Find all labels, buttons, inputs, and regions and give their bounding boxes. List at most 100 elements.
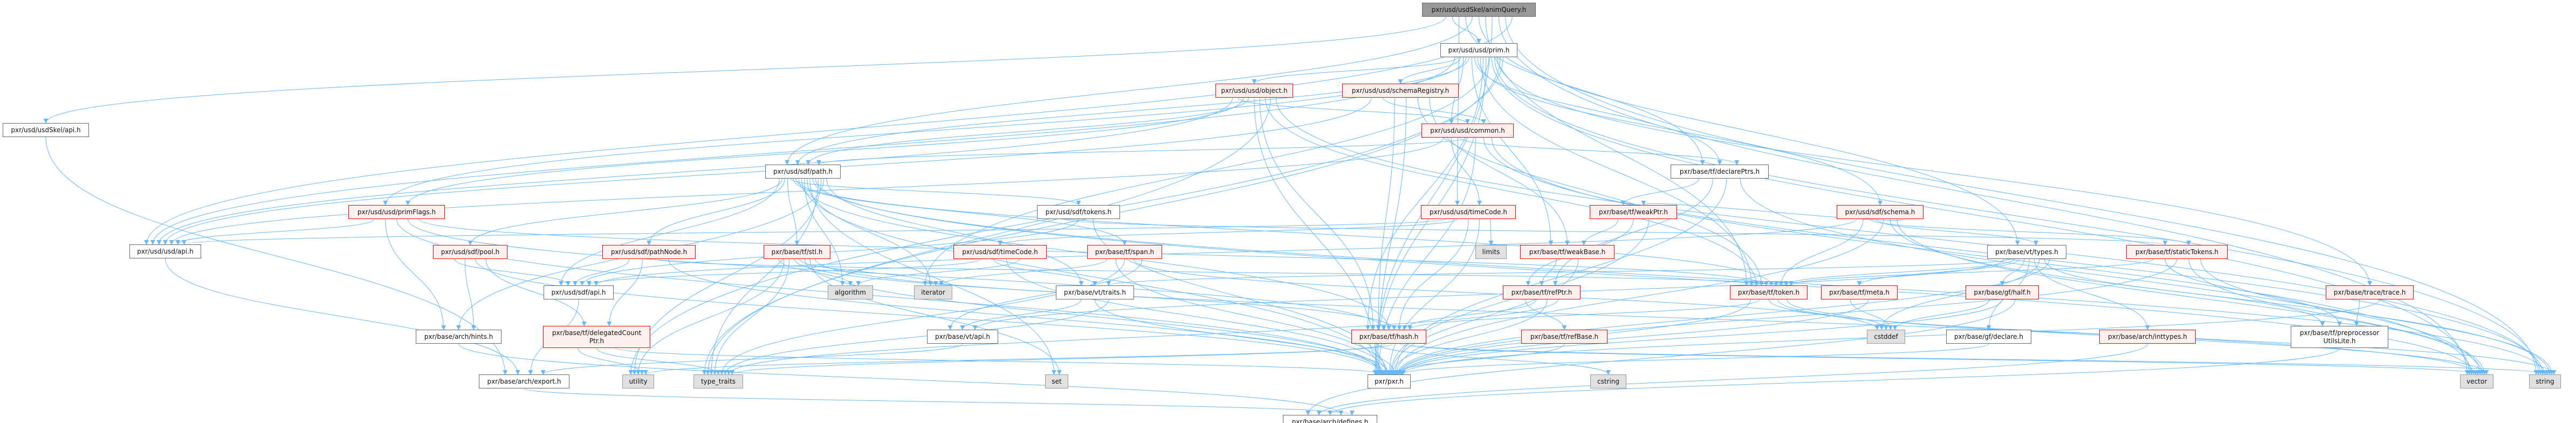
node-string[interactable]: string xyxy=(2529,374,2561,388)
edge-schemaRegistry-to-hash xyxy=(1376,97,1395,330)
edge-vt_types-to-half xyxy=(2000,258,2025,286)
node-usdskel-api[interactable]: pxr/usd/usdSkel/api.h xyxy=(3,123,89,137)
node-pxr[interactable]: pxr/pxr.h xyxy=(1368,374,1411,388)
edge-vt_types-to-vt_traits xyxy=(1106,258,2010,286)
node-inttypes[interactable]: pxr/base/arch/inttypes.h xyxy=(2099,330,2196,344)
edge-refPtr-to-pxr xyxy=(1390,299,1548,375)
edge-object-to-primFlags xyxy=(406,97,1244,206)
node-vector[interactable]: vector xyxy=(2460,374,2493,388)
edge-sdf_path-to-token xyxy=(795,178,1774,286)
edge-root-to-sdf_path xyxy=(785,16,1473,165)
edge-delegated-to-type_traits xyxy=(596,347,721,375)
node-prim[interactable]: pxr/usd/usd/prim.h xyxy=(1440,43,1517,57)
node-gf-declare[interactable]: pxr/base/gf/declare.h xyxy=(1946,330,2031,344)
edge-sdf_path-to-pathNode xyxy=(647,178,785,245)
node-primFlags[interactable]: pxr/usd/usd/primFlags.h xyxy=(348,205,445,219)
edge-sdf_path-to-pool xyxy=(468,178,782,245)
edge-span-to-vt_api xyxy=(947,258,1143,330)
node-weakBase[interactable]: pxr/base/tf/weakBase.h xyxy=(1520,245,1615,259)
edge-pool-to-hints xyxy=(464,258,476,330)
edge-usd_timecode-to-usd_api xyxy=(182,219,1447,245)
edge-vt_types-to-meta xyxy=(1857,258,2019,286)
edge-sdf_path-to-sdf_tokens xyxy=(790,178,1081,206)
edge-common-to-usd_timecode xyxy=(1451,137,1482,206)
node-algorithm[interactable]: algorithm xyxy=(828,285,873,299)
node-cstddef[interactable]: cstddef xyxy=(1867,330,1905,344)
node-refPtr[interactable]: pxr/base/tf/refPtr.h xyxy=(1503,285,1581,299)
edge-sdf_schema-to-pxr xyxy=(1394,219,1884,375)
edge-sdf_path-to-span xyxy=(793,178,1127,245)
node-stl[interactable]: pxr/base/tf/stl.h xyxy=(764,245,830,259)
node-hints[interactable]: pxr/base/arch/hints.h xyxy=(416,330,502,344)
edge-root-to-declarePtrs xyxy=(1465,16,1705,165)
edge-object-to-sdf_path xyxy=(806,97,1249,165)
edge-sdf_schema-to-weakPtr xyxy=(1641,200,1904,221)
edge-object-to-token xyxy=(1265,97,1759,286)
node-schemaRegistry[interactable]: pxr/usd/usd/schemaRegistry.h xyxy=(1342,84,1459,98)
edge-root-to-pxr xyxy=(1372,16,1493,375)
node-usd-timecode[interactable]: pxr/usd/usd/timeCode.h xyxy=(1421,205,1516,219)
edge-export-to-defines xyxy=(524,388,1355,415)
node-half[interactable]: pxr/base/gf/half.h xyxy=(1966,285,2039,299)
node-type-traits[interactable]: type_traits xyxy=(693,374,743,388)
edge-primFlags-to-hints xyxy=(385,219,446,330)
node-vt-types[interactable]: pxr/base/vt/types.h xyxy=(1987,245,2066,259)
edge-hash-to-cstring xyxy=(1377,343,1611,375)
node-vt-traits[interactable]: pxr/base/vt/traits.h xyxy=(1056,285,1134,299)
node-hash[interactable]: pxr/base/tf/hash.h xyxy=(1351,330,1426,344)
node-trace[interactable]: pxr/base/trace/trace.h xyxy=(2326,285,2414,299)
edge-root-to-string xyxy=(1505,16,2539,375)
node-refBase[interactable]: pxr/base/tf/refBase.h xyxy=(1521,330,1608,344)
edge-prim-to-vector xyxy=(1491,57,2472,375)
node-token[interactable]: pxr/base/tf/token.h xyxy=(1730,285,1808,299)
node-common[interactable]: pxr/usd/usd/common.h xyxy=(1421,124,1514,138)
edge-schemaRegistry-to-pxr xyxy=(1375,97,1407,375)
edge-sdf_path-to-algorithm xyxy=(804,178,845,286)
node-pool[interactable]: pxr/usd/sdf/pool.h xyxy=(433,245,507,259)
edge-root-to-usdskel_api xyxy=(43,16,1446,124)
edge-pathNode-to-sdf_api xyxy=(573,258,630,286)
node-cstring[interactable]: cstring xyxy=(1590,374,1626,388)
edge-trace-to-preproc xyxy=(2354,299,2360,326)
node-meta[interactable]: pxr/base/tf/meta.h xyxy=(1821,285,1898,299)
edge-root-to-token xyxy=(1485,16,1749,286)
edge-stl-to-utility xyxy=(636,258,785,375)
node-export[interactable]: pxr/base/arch/export.h xyxy=(479,374,569,388)
edge-sdf_schema-to-token xyxy=(1778,219,1864,286)
node-pathNode[interactable]: pxr/usd/sdf/pathNode.h xyxy=(602,245,696,259)
node-object[interactable]: pxr/usd/usd/object.h xyxy=(1215,84,1293,98)
node-preproc[interactable]: pxr/base/tf/preprocessor UtilsLite.h xyxy=(2291,326,2388,348)
node-weakPtr[interactable]: pxr/base/tf/weakPtr.h xyxy=(1590,205,1677,219)
node-utility[interactable]: utility xyxy=(622,374,654,388)
edge-refPtr-to-hash xyxy=(1402,299,1537,330)
node-sdf-api[interactable]: pxr/usd/sdf/api.h xyxy=(544,285,614,299)
node-sdf-path[interactable]: pxr/usd/sdf/path.h xyxy=(765,165,841,179)
node-staticTokens[interactable]: pxr/base/tf/staticTokens.h xyxy=(2126,245,2228,259)
node-vt-api[interactable]: pxr/base/vt/api.h xyxy=(927,330,998,344)
node-sdf-timecode[interactable]: pxr/usd/sdf/timeCode.h xyxy=(953,245,1047,259)
edge-prim-to-object xyxy=(1252,57,1458,84)
node-set[interactable]: set xyxy=(1045,374,1068,388)
node-sdf-schema[interactable]: pxr/usd/sdf/schema.h xyxy=(1837,205,1924,219)
edge-sdf_timecode-to-vt_traits xyxy=(993,258,1097,286)
edge-refPtr-to-type_traits xyxy=(726,299,1558,375)
edge-usd_api-to-export xyxy=(165,258,520,375)
edge-object-to-common xyxy=(1238,97,1470,124)
node-limits[interactable]: limits xyxy=(1475,245,1507,259)
node-declarePtrs[interactable]: pxr/base/tf/declarePtrs.h xyxy=(1671,165,1769,179)
edge-root-to-vt_types xyxy=(1479,16,2020,245)
edge-span-to-pxr xyxy=(1115,258,1390,375)
edge-hash-to-utility xyxy=(643,343,1393,375)
node-delegated[interactable]: pxr/base/tf/delegatedCount Ptr.h xyxy=(543,326,650,348)
edge-prim-to-sdf_path xyxy=(795,57,1469,165)
node-span[interactable]: pxr/base/tf/span.h xyxy=(1087,245,1162,259)
edge-vt_api-to-export xyxy=(541,343,963,375)
edge-object-to-usd_api xyxy=(156,97,1233,245)
node-sdf-tokens[interactable]: pxr/usd/sdf/tokens.h xyxy=(1037,205,1120,219)
node-usd-api[interactable]: pxr/usd/usd/api.h xyxy=(129,244,201,258)
node-defines[interactable]: pxr/base/arch/defines.h xyxy=(1283,415,1377,423)
edge-staticTokens-to-string xyxy=(2200,258,2554,375)
node-iterator[interactable]: iterator xyxy=(914,285,952,299)
node-root[interactable]: pxr/usd/usdSkel/animQuery.h xyxy=(1422,3,1536,17)
edge-inttypes-to-defines xyxy=(1316,343,2148,415)
